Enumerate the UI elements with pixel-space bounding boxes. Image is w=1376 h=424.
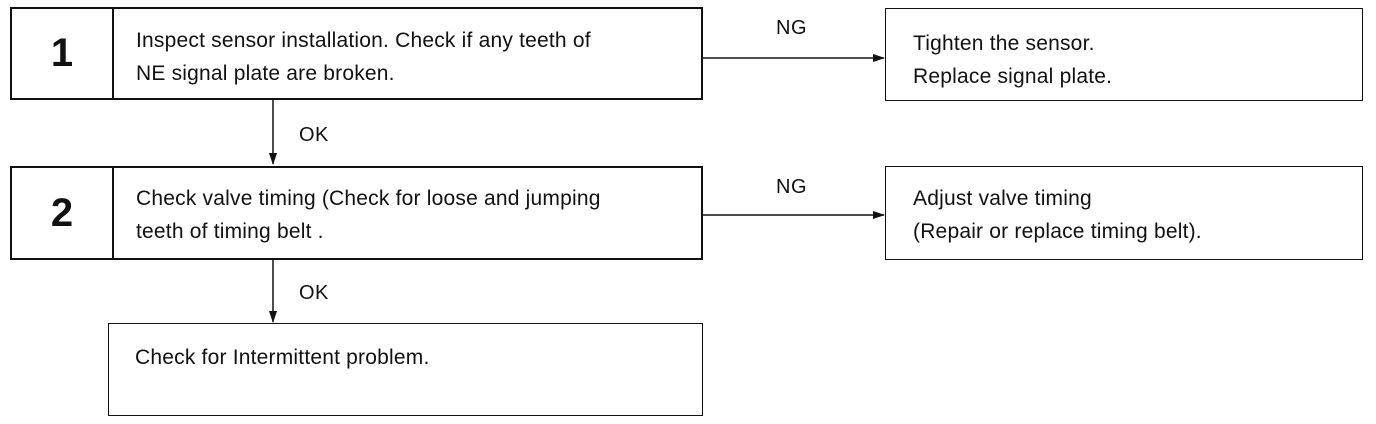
- step-2-number: 2: [12, 168, 114, 258]
- step-2-ng-action-text: Adjust valve timing (Repair or replace t…: [913, 182, 1202, 248]
- step-1-ng-action-box: Tighten the sensor. Replace signal plate…: [885, 8, 1363, 101]
- step-2-box: 2 Check valve timing (Check for loose an…: [10, 166, 703, 260]
- final-action-text: Check for Intermittent problem.: [135, 346, 430, 369]
- step-2-text-line-1: Check valve timing (Check for loose and …: [136, 187, 601, 210]
- step-1-text-line-1: Inspect sensor installation. Check if an…: [136, 29, 591, 52]
- step-1-ok-label: OK: [299, 124, 329, 146]
- step-2-ng-label: NG: [776, 176, 807, 198]
- step-2-ng-action-line-2: (Repair or replace timing belt).: [913, 220, 1202, 243]
- step-2-text: Check valve timing (Check for loose and …: [136, 182, 601, 248]
- step-1-text: Inspect sensor installation. Check if an…: [136, 24, 591, 90]
- step-1-ng-action-line-1: Tighten the sensor.: [913, 32, 1095, 55]
- step-1-box: 1 Inspect sensor installation. Check if …: [10, 7, 703, 100]
- step-1-ng-label: NG: [776, 17, 807, 39]
- step-2-ng-action-box: Adjust valve timing (Repair or replace t…: [885, 166, 1363, 260]
- step-2-ok-label: OK: [299, 282, 329, 304]
- step-2-ng-action-line-1: Adjust valve timing: [913, 187, 1092, 210]
- step-1-ng-action-line-2: Replace signal plate.: [913, 65, 1113, 88]
- step-1-ng-action-text: Tighten the sensor. Replace signal plate…: [913, 27, 1112, 93]
- step-1-text-line-2: NE signal plate are broken.: [136, 62, 395, 85]
- step-1-number: 1: [12, 9, 114, 98]
- step-2-text-line-2: teeth of timing belt .: [136, 220, 324, 243]
- final-action-box: Check for Intermittent problem.: [108, 323, 703, 416]
